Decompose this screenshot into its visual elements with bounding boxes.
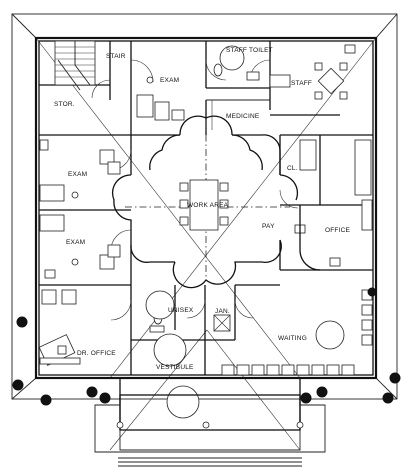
room-label-closet: CL. bbox=[287, 165, 298, 172]
room-label-vestibule: VESTIBULE bbox=[156, 364, 194, 371]
exam-left-lower-furniture bbox=[39, 214, 121, 279]
vestibule bbox=[94, 333, 326, 467]
stair bbox=[54, 40, 96, 91]
roof-outline bbox=[11, 13, 398, 400]
room-label-exam-left-upper: EXAM bbox=[68, 171, 87, 178]
room-label-staff: STAFF bbox=[291, 80, 312, 87]
staff-table bbox=[269, 44, 356, 100]
room-label-waiting: WAITING bbox=[278, 335, 307, 342]
janitor-fixtures bbox=[213, 314, 231, 332]
work-area-outline bbox=[111, 115, 299, 289]
unisex-fixtures bbox=[145, 290, 175, 333]
room-label-stair: STAIR bbox=[106, 53, 126, 60]
exam-top-furniture bbox=[136, 76, 185, 121]
room-label-jan: JAN. bbox=[215, 308, 230, 315]
room-label-storage: STOR. bbox=[54, 101, 75, 108]
dr-office-furniture bbox=[38, 289, 81, 366]
room-label-office: OFFICE bbox=[325, 227, 350, 234]
room-label-unisex: UNISEX bbox=[168, 307, 194, 314]
room-label-exam-top: EXAM bbox=[160, 77, 179, 84]
room-label-medicine: MEDICINE bbox=[226, 113, 260, 120]
work-area-table bbox=[179, 179, 229, 231]
office-furniture bbox=[294, 139, 373, 271]
exam-left-upper-furniture bbox=[39, 139, 121, 202]
room-label-staff-toilet: STAFF TOILET bbox=[226, 47, 273, 54]
room-label-work-area: WORK AREA bbox=[187, 202, 229, 209]
room-labels: STAIR EXAM STAFF TOILET STAFF STOR. MEDI… bbox=[54, 47, 350, 371]
room-label-pay: PAY bbox=[262, 223, 275, 230]
waiting-chairs bbox=[221, 289, 373, 376]
room-label-exam-left-lower: EXAM bbox=[66, 239, 85, 246]
room-label-dr-office: DR. OFFICE bbox=[77, 350, 116, 357]
exterior-plants bbox=[12, 287, 401, 406]
staff-toilet-fixtures bbox=[213, 45, 260, 81]
medicine-counter bbox=[206, 99, 270, 130]
